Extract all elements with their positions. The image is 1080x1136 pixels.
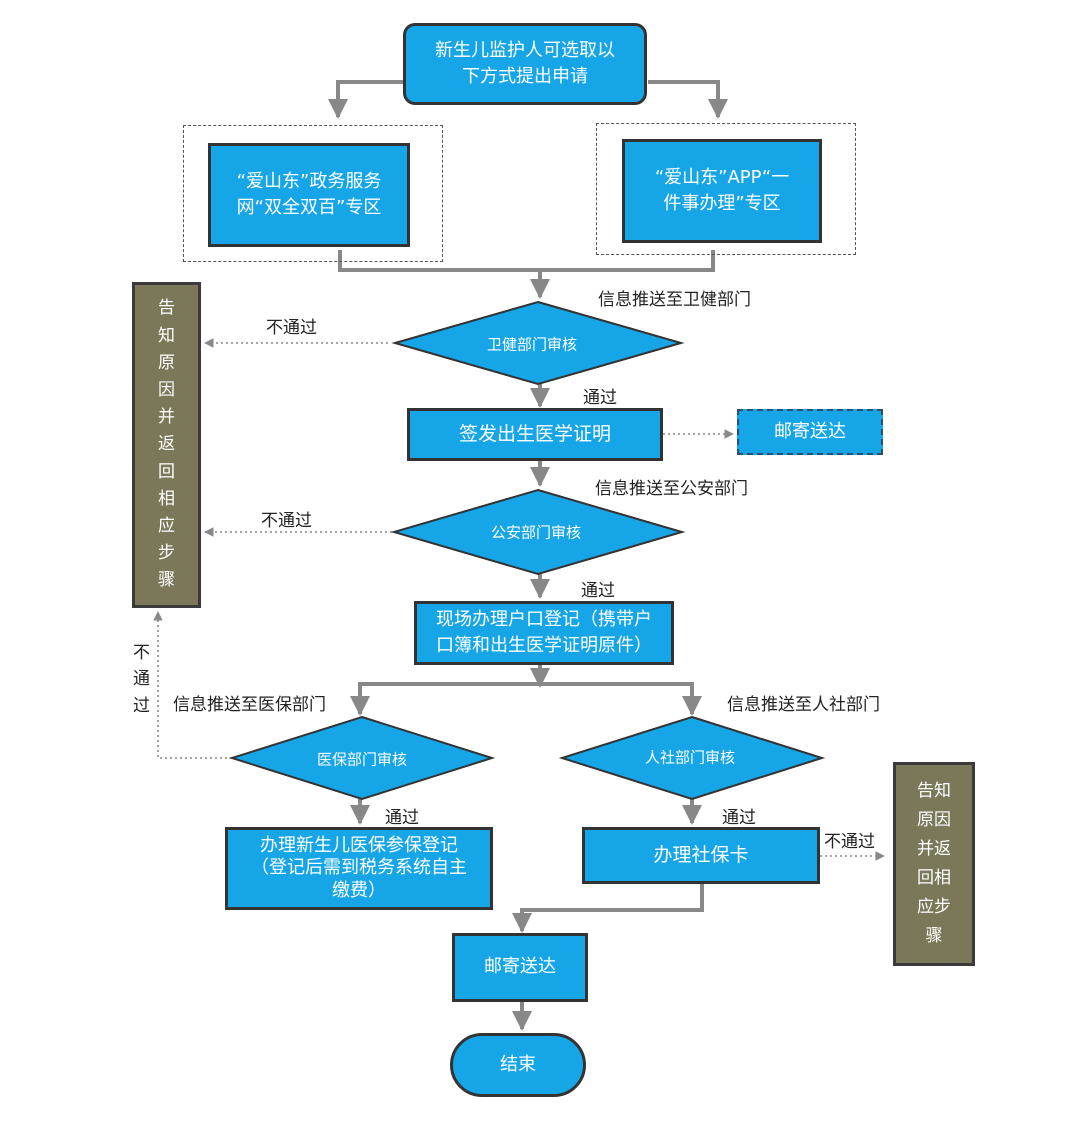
medical-register-text: 办理新生儿医保参保登记 （登记后需到税务系统自主 缴费） [251, 834, 467, 901]
mail-final-node: 邮寄送达 [452, 933, 588, 1002]
line-split-branches [358, 682, 694, 712]
option-web-node: “爱山东”政务服务 网“双全双百”专区 [208, 143, 410, 247]
health-review-text: 卫健部门审核 [486, 335, 578, 354]
label-pass-hr: 通过 [722, 808, 756, 828]
diamond-health-review [391, 300, 685, 386]
arrow-start-to-app [648, 80, 728, 119]
end-node: 结束 [450, 1033, 586, 1097]
diamond-hr-review [558, 715, 826, 801]
hr-review-text: 人社部门审核 [644, 748, 736, 767]
arrow-fail-medical [153, 611, 232, 759]
option-group-app [596, 123, 856, 255]
label-pass-health: 通过 [583, 388, 617, 408]
social-card-node: 办理社保卡 [582, 827, 820, 884]
label-fail-medical: 不 通 过 [133, 643, 150, 716]
label-pass-medical: 通过 [385, 808, 419, 828]
option-app-text: “爱山东”APP“一 件事办理”专区 [654, 166, 790, 214]
option-group-web [183, 125, 443, 262]
arrow-start-to-web [328, 80, 404, 119]
label-push-medical: 信息推送至医保部门 [173, 695, 326, 715]
mail-final-text: 邮寄送达 [484, 956, 556, 978]
end-text: 结束 [500, 1053, 536, 1075]
hukou-register-text: 现场办理户口登记（携带户 口簿和出生医学证明原件） [436, 608, 652, 656]
line-merge-options [338, 250, 715, 272]
label-fail-health: 不通过 [266, 318, 317, 338]
diamond-police-review [390, 488, 686, 576]
option-web-text: “爱山东”政务服务 网“双全双百”专区 [236, 170, 382, 218]
notify-right-node: 告知 原因 并返 回相 应步 骤 [893, 762, 975, 966]
hukou-register-node: 现场办理户口登记（携带户 口簿和出生医学证明原件） [414, 601, 674, 665]
option-app-node: “爱山东”APP“一 件事办理”专区 [622, 139, 822, 243]
start-node: 新生儿监护人可选取以 下方式提出申请 [403, 23, 647, 105]
issue-cert-text: 签发出生医学证明 [458, 422, 611, 445]
label-fail-police: 不通过 [261, 511, 312, 531]
issue-cert-node: 签发出生医学证明 [407, 408, 663, 461]
notify-right-text: 告知 原因 并返 回相 应步 骤 [917, 781, 951, 946]
label-fail-card: 不通过 [824, 832, 875, 852]
label-push-police: 信息推送至公安部门 [595, 479, 748, 499]
social-card-text: 办理社保卡 [653, 843, 749, 866]
start-node-text: 新生儿监护人可选取以 下方式提出申请 [435, 39, 615, 87]
label-pass-police: 通过 [581, 581, 615, 601]
label-push-health: 信息推送至卫健部门 [598, 290, 751, 310]
arrow-card-to-mail [512, 884, 704, 933]
label-push-hr: 信息推送至人社部门 [727, 695, 880, 715]
police-review-text: 公安部门审核 [490, 523, 582, 542]
medical-review-text: 医保部门审核 [316, 750, 408, 769]
notify-left-text: 告 知 原 因 并 返 回 相 应 步 骤 [158, 298, 175, 591]
mail-cert-node: 邮寄送达 [737, 409, 883, 455]
diamond-medical-review [228, 715, 496, 801]
mail-cert-text: 邮寄送达 [774, 420, 846, 442]
notify-left-node: 告 知 原 因 并 返 回 相 应 步 骤 [132, 282, 201, 608]
medical-register-node: 办理新生儿医保参保登记 （登记后需到税务系统自主 缴费） [225, 827, 493, 910]
